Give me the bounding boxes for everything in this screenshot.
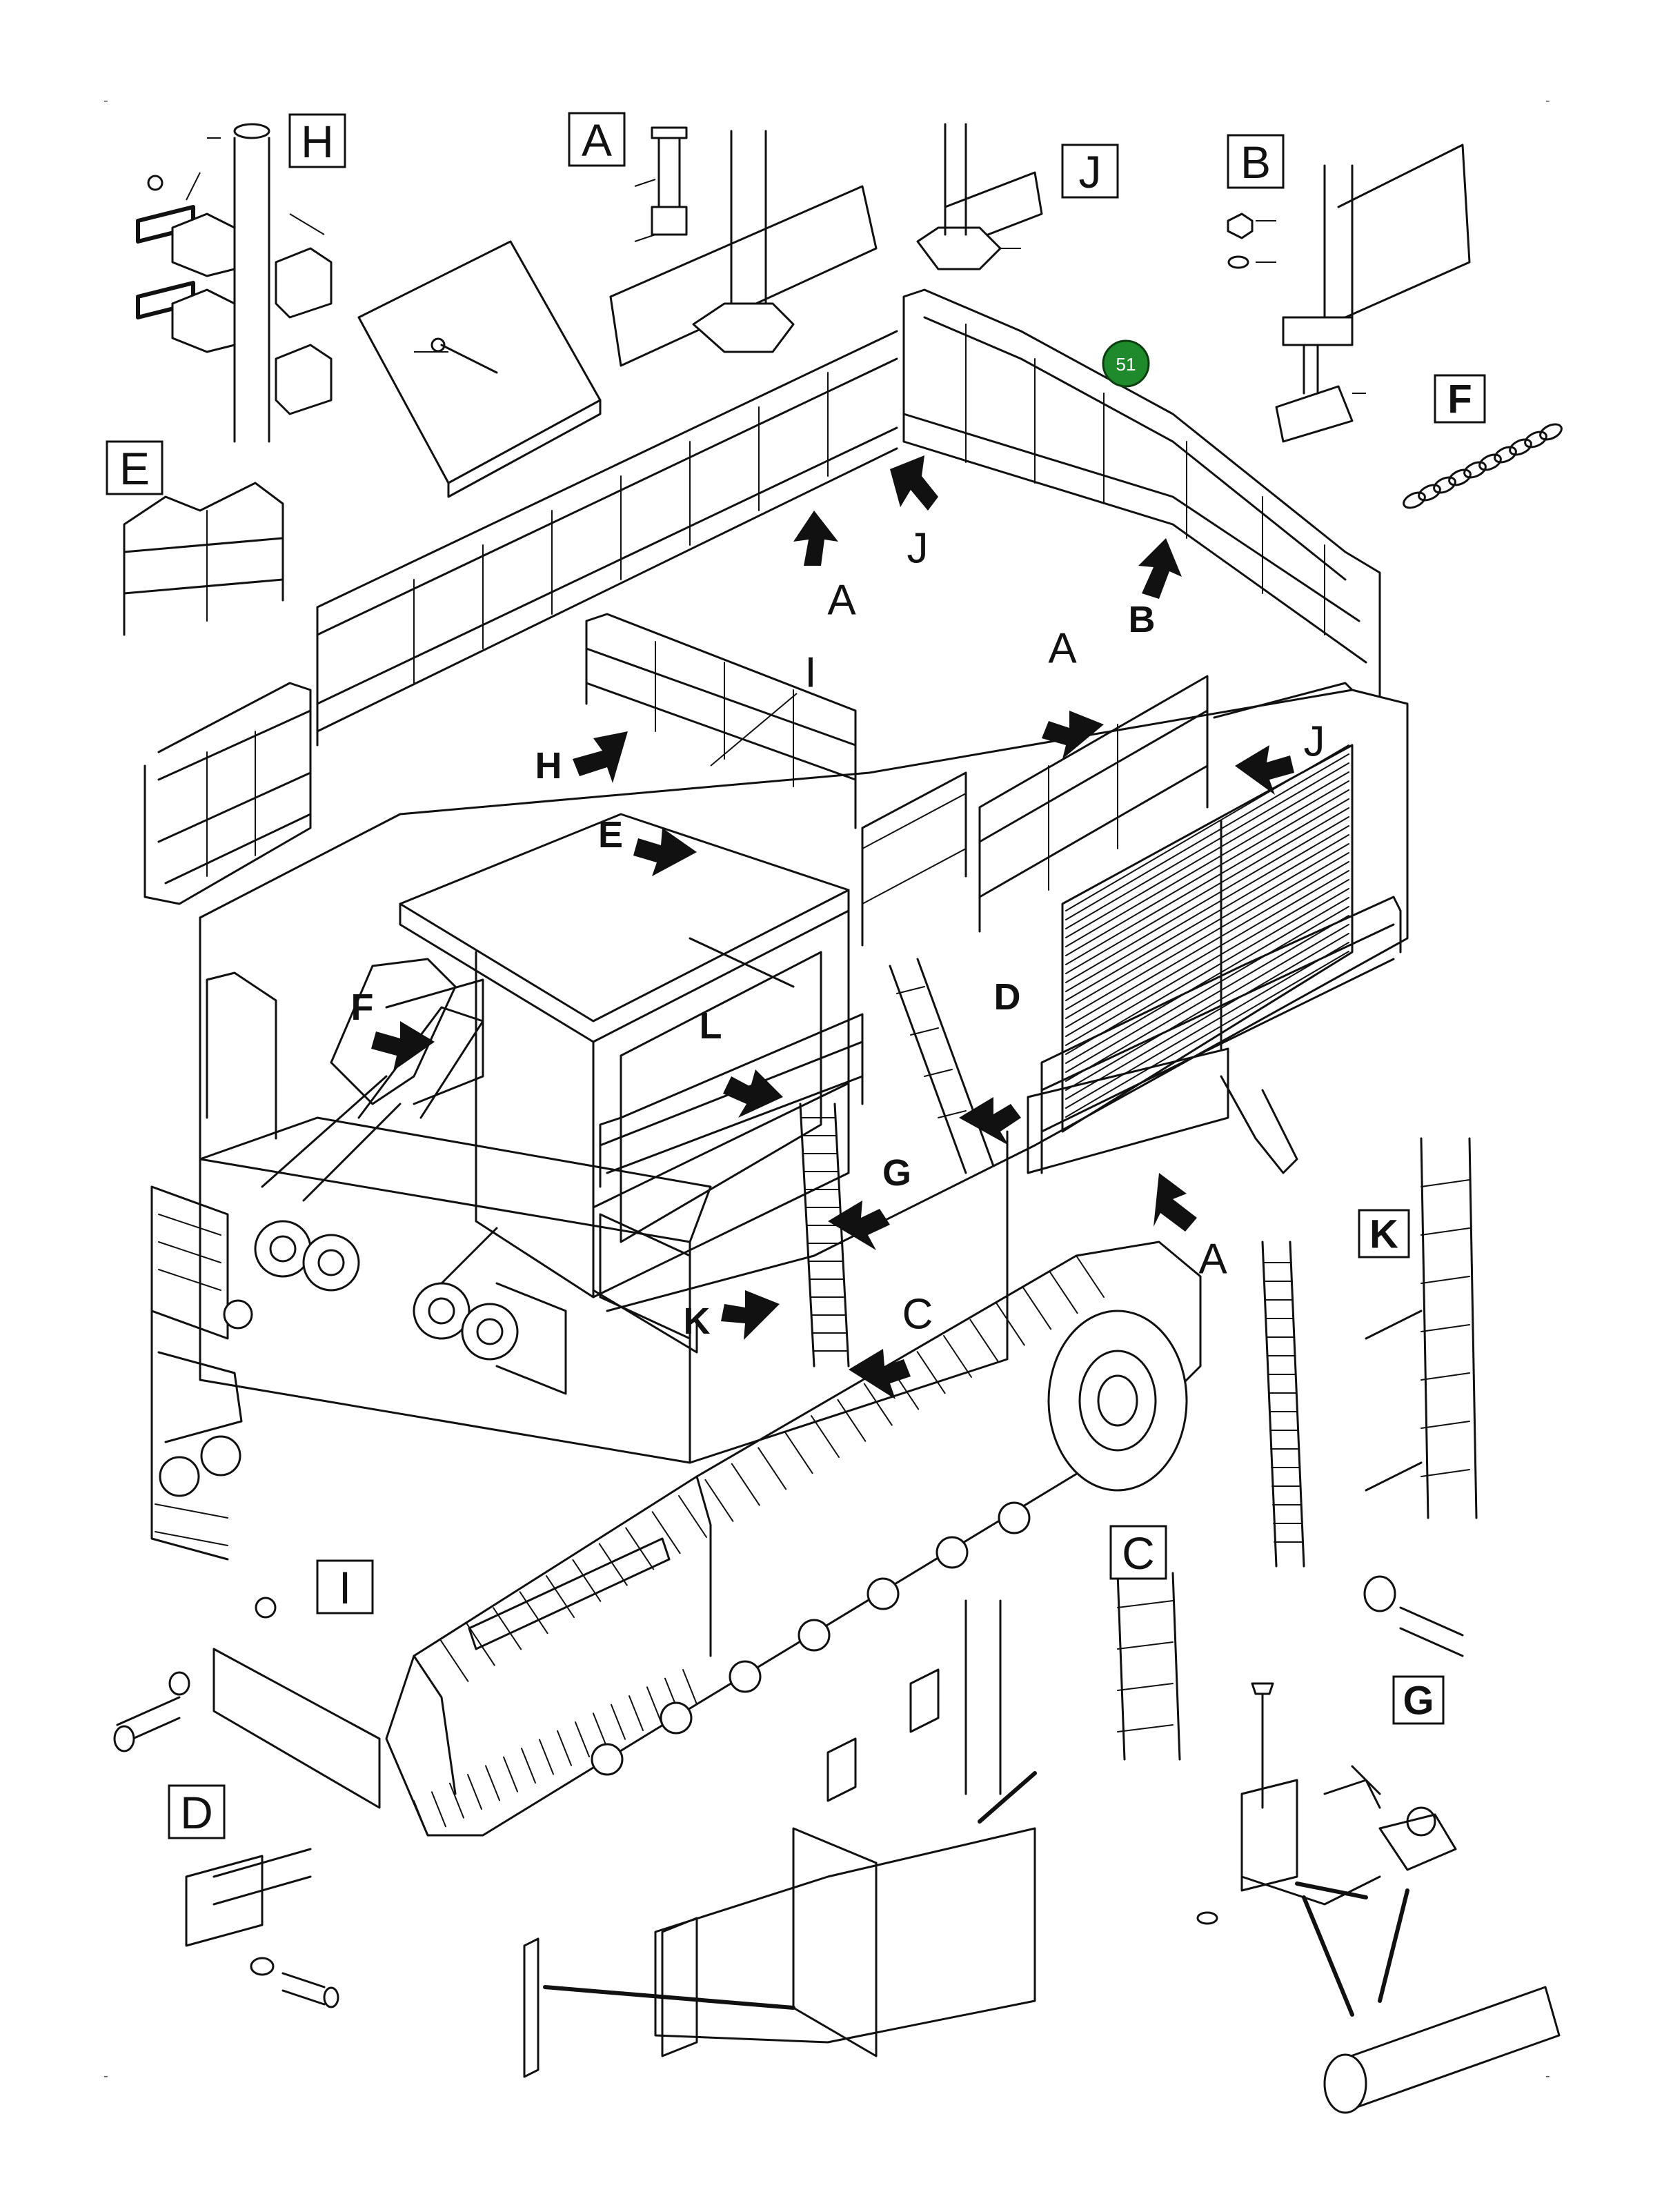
corner-mark-bottom-right: - <box>1545 2068 1550 2084</box>
deck-railing <box>143 288 1402 1174</box>
arrow-a-top <box>793 511 838 566</box>
arrow-a-right <box>1042 711 1104 759</box>
label-box-c <box>1109 1525 1167 1580</box>
label-box-b <box>1227 134 1285 189</box>
side-ladder <box>889 958 1298 1174</box>
boom-structure <box>206 958 567 1395</box>
arrow-a-bottom <box>1154 1173 1197 1232</box>
arrow-c-mid <box>849 1349 911 1399</box>
operator-cab <box>399 813 864 1354</box>
label-text-g: G <box>1403 1679 1434 1724</box>
label-text-a: A <box>582 115 612 166</box>
detail-i-plate <box>113 1597 381 1809</box>
machine-illustration <box>143 288 1409 1837</box>
detail-f-chain <box>1403 423 1563 509</box>
arrow-f-mid <box>371 1021 435 1071</box>
label-box-d <box>168 1784 226 1839</box>
detail-j-base <box>916 123 1043 270</box>
callout-e-mid: E <box>598 814 623 856</box>
detail-labels: H A J B E F I C K G D <box>106 112 1486 1839</box>
left-track <box>150 1185 243 1561</box>
access-ladder <box>799 1103 850 1367</box>
callout-l-mid: L <box>700 1005 722 1047</box>
callout-a-top: A <box>827 577 856 624</box>
label-box-f <box>1434 374 1486 424</box>
corner-mark-bottom-left: - <box>103 2068 108 2084</box>
label-text-c: C <box>1122 1528 1155 1579</box>
detail-b-post-mount <box>1227 144 1471 443</box>
front-track <box>385 1241 1202 1837</box>
label-text-h: H <box>301 116 334 167</box>
label-box-k <box>1358 1209 1410 1258</box>
label-text-e: E <box>119 443 150 494</box>
detail-h-clamp <box>136 123 602 498</box>
arrow-g-mid <box>828 1201 890 1250</box>
sheet-badge: 51 <box>1102 339 1150 388</box>
arrow-d-mid <box>959 1097 1021 1145</box>
label-text-i: I <box>339 1562 351 1613</box>
callout-a-bottom: A <box>1198 1236 1227 1283</box>
label-text-j: J <box>1079 146 1102 197</box>
badge-circle <box>1102 339 1150 388</box>
callout-h-mid: H <box>535 745 562 787</box>
callout-k-mid: K <box>684 1301 711 1342</box>
arrow-l-mid <box>723 1069 783 1118</box>
callout-g-mid: G <box>882 1152 911 1194</box>
callout-f-mid: F <box>351 987 374 1028</box>
detail-e-railing <box>123 482 284 636</box>
label-text-f: F <box>1447 377 1472 422</box>
corner-mark-top-left: - <box>103 93 108 108</box>
label-box-h <box>288 113 346 168</box>
badge-number: 51 <box>1116 354 1136 375</box>
corner-mark-top-right: - <box>1545 93 1550 108</box>
callout-c-mid: C <box>902 1291 933 1339</box>
label-box-g <box>1392 1675 1445 1725</box>
label-box-i <box>316 1559 374 1614</box>
label-text-d: D <box>180 1787 213 1838</box>
arrow-j-top <box>890 455 938 511</box>
arrow-e-mid <box>633 828 697 876</box>
label-box-j <box>1061 144 1119 199</box>
callout-a-right: A <box>1048 625 1077 673</box>
callout-j-right: J <box>1304 718 1325 766</box>
callout-arrows: J A B A J I H E F L D G K <box>351 455 1325 1399</box>
hanging-rope-ladder <box>1261 1241 1305 1568</box>
lower-frame <box>199 1116 1009 1464</box>
label-text-k: K <box>1369 1212 1398 1257</box>
label-text-b: B <box>1240 137 1271 188</box>
detail-g-hinge <box>1196 1682 1561 2114</box>
arrow-h-mid <box>573 731 628 783</box>
arrow-j-right <box>1235 745 1294 795</box>
detail-d-pin <box>185 1848 339 2008</box>
label-box-e <box>106 440 164 495</box>
corner-marks: - - - - <box>103 93 1550 2084</box>
callout-j-top: J <box>907 525 929 573</box>
callout-d-mid: D <box>994 976 1021 1018</box>
arrow-k-mid <box>721 1290 780 1340</box>
arrow-b-top <box>1138 538 1182 599</box>
detail-a-stanchion-base <box>609 126 878 367</box>
detail-k-ladder <box>1363 1137 1478 1657</box>
callout-b-top: B <box>1129 599 1156 640</box>
superstructure <box>199 682 1409 1312</box>
detail-c-ladder <box>523 1572 1181 2078</box>
label-box-a <box>568 112 626 167</box>
callout-i-mid: I <box>804 649 816 697</box>
